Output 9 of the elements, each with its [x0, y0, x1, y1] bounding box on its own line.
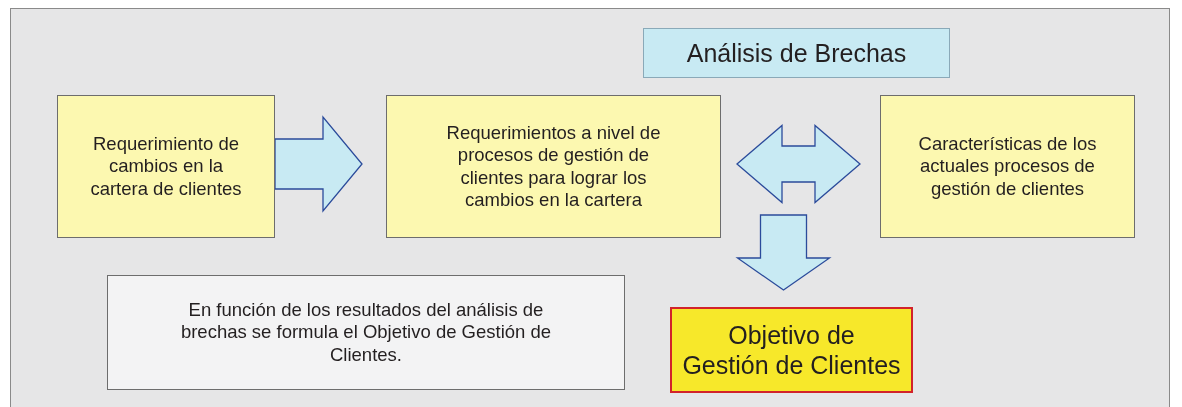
title-box: Análisis de Brechas — [643, 28, 950, 78]
process-box: Requerimientos a nivel de procesos de gestión de clientes para lograr los cambios en la cartera — [386, 95, 721, 238]
result-box: Objetivo de Gestión de Clientes — [670, 307, 913, 393]
process-box: Características de los actuales procesos de gestión de clientes — [880, 95, 1135, 238]
block-arrow — [735, 214, 832, 291]
block-arrow — [274, 115, 363, 213]
process-box: Requerimiento de cambios en la cartera de clientes — [57, 95, 275, 238]
note-box: En función de los resultados del análisis de brechas se formula el Objetivo de Gestión de Clientes. — [107, 275, 625, 390]
block-arrow — [736, 124, 861, 204]
